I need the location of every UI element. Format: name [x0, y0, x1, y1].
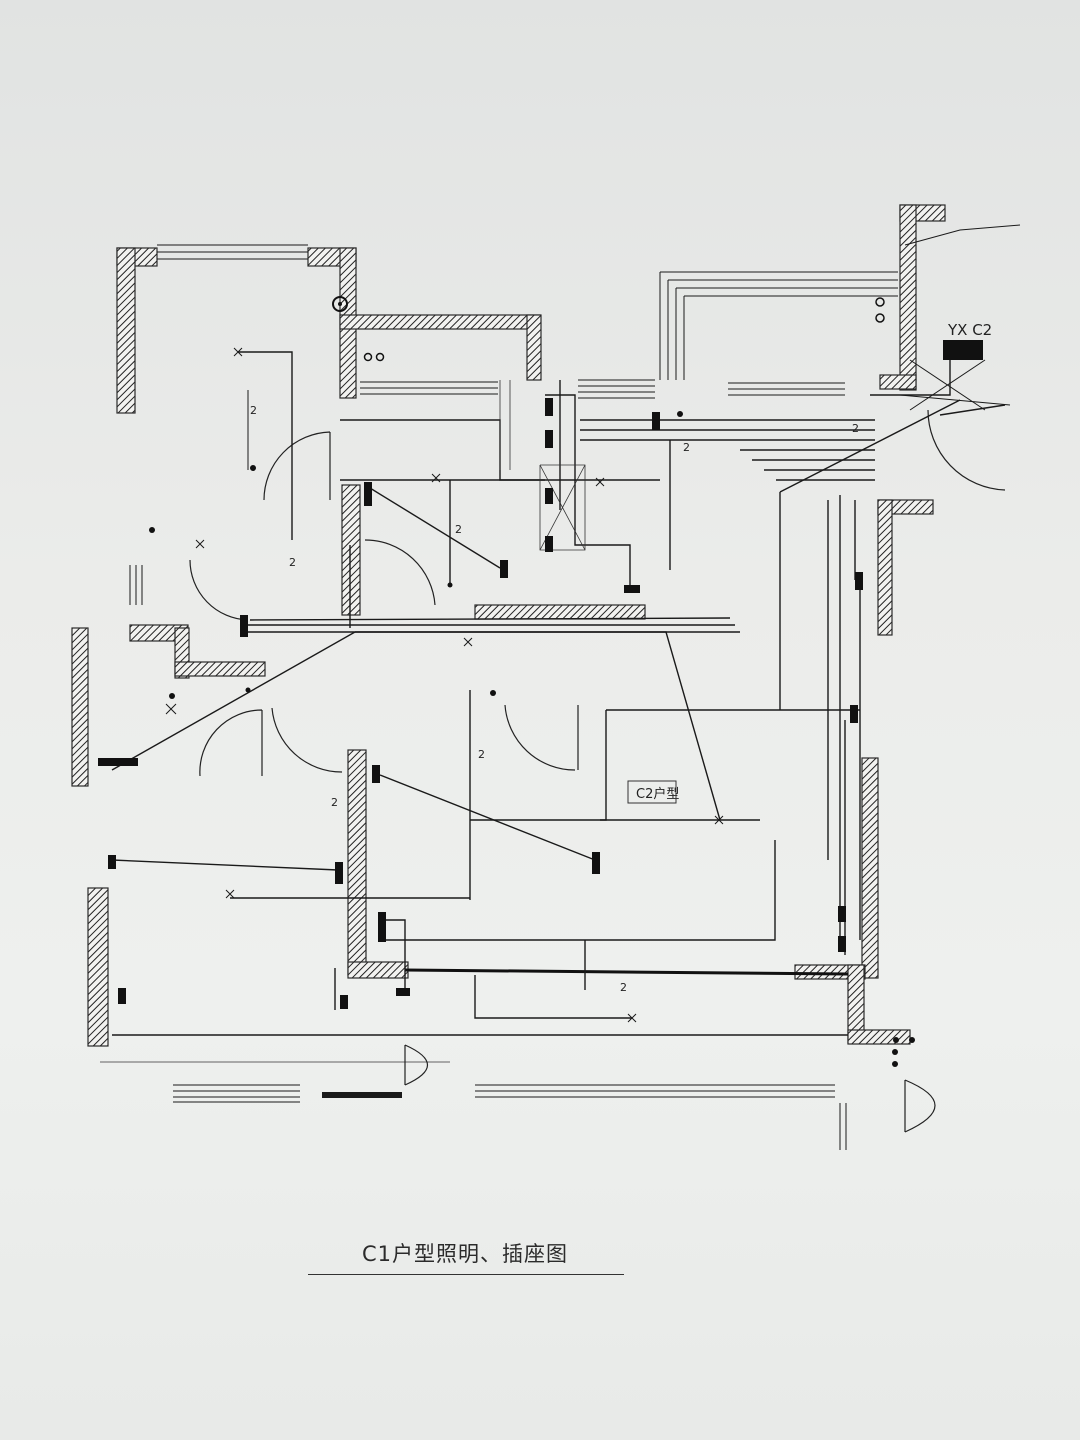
- apartment-label: C2户型: [636, 786, 679, 802]
- equipment-label: YX C2: [947, 321, 992, 339]
- circuit-number: 2: [331, 796, 338, 809]
- caption-underline: [308, 1274, 624, 1275]
- windows: [100, 244, 898, 1150]
- walls: [71, 204, 946, 1047]
- drawing-caption: C1户型照明、插座图: [361, 1242, 569, 1266]
- fixtures: [98, 296, 983, 1067]
- circuit-number: 2: [683, 441, 690, 454]
- circuit-number: 2: [250, 404, 257, 417]
- apartment-label-box: [627, 780, 677, 804]
- circuit-number: 2: [289, 556, 296, 569]
- switch-marks: [165, 347, 724, 1023]
- circuit-labels: 2 2 2 2 2 2 2 2: [250, 404, 859, 994]
- circuit-number: 2: [478, 748, 485, 761]
- circuit-number: 2: [455, 523, 462, 536]
- circuit-number: 2: [852, 422, 859, 435]
- doors: [189, 409, 1006, 1133]
- circuit-number: 2: [620, 981, 627, 994]
- wiring: [111, 224, 1021, 1036]
